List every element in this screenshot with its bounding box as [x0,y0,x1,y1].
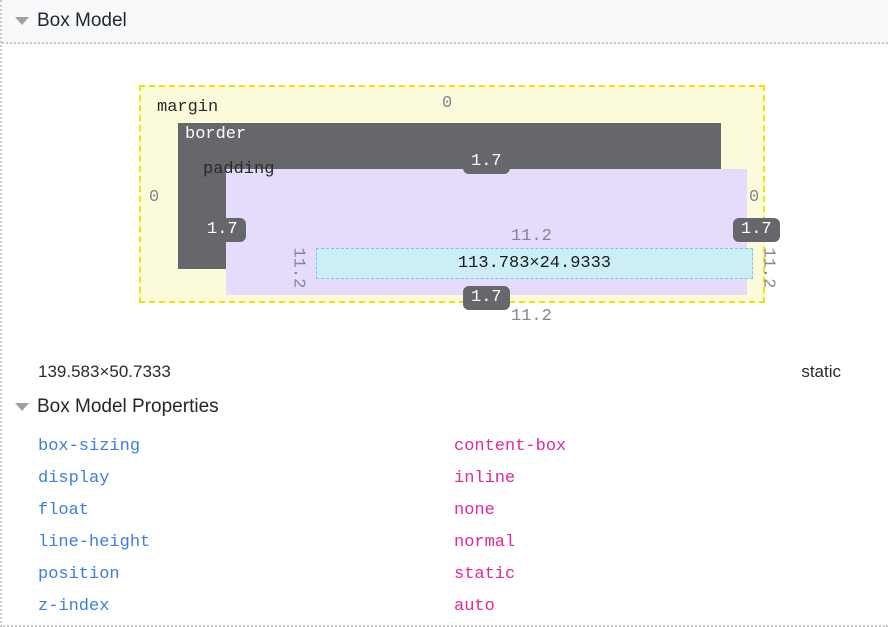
property-name: position [38,564,120,584]
box-model-summary: 139.583×50.7333 static [2,356,888,388]
content-size-label: 113.783×24.9333 [457,254,612,273]
padding-bottom-value[interactable]: 11.2 [511,307,552,326]
property-value[interactable]: none [454,500,495,520]
property-row[interactable]: line-height normal [2,526,888,558]
margin-right-value[interactable]: 0 [749,188,760,207]
margin-region-label: margin [157,98,219,117]
border-top-value[interactable]: 1.7 [463,150,510,174]
property-row[interactable]: z-index auto [2,590,888,622]
property-value[interactable]: inline [454,468,516,488]
margin-region[interactable]: margin 0 0 0 0 border 1.7 1.7 1.7 1.7 11… [139,85,780,326]
property-name: line-height [38,532,151,552]
property-row[interactable]: position static [2,558,888,590]
position-label: static [801,362,841,381]
box-model-properties-list: box-sizing content-box display inline fl… [2,430,888,622]
triangle-down-icon[interactable] [15,403,29,411]
padding-left-value[interactable]: 11.2 [288,247,308,289]
padding-region-label: padding [203,160,275,179]
property-name: z-index [38,596,110,616]
box-model-header[interactable]: Box Model [2,0,888,44]
border-region[interactable]: border 1.7 1.7 1.7 1.7 11.2 11.2 11.2 11… [178,123,780,326]
property-value[interactable]: auto [454,596,495,616]
triangle-down-icon[interactable] [15,17,29,25]
border-right-value[interactable]: 1.7 [733,218,780,242]
margin-top-value[interactable]: 0 [442,94,453,113]
property-value[interactable]: static [454,564,516,584]
total-size-label: 139.583×50.7333 [38,362,171,381]
border-bottom-value[interactable]: 1.7 [463,286,510,310]
page-title: Box Model [37,10,127,31]
property-row[interactable]: float none [2,494,888,526]
property-name: display [38,468,110,488]
content-region[interactable]: 113.783×24.9333 [316,248,753,279]
border-region-label: border [181,124,253,146]
margin-left-value[interactable]: 0 [149,188,160,207]
padding-top-value[interactable]: 11.2 [511,227,552,246]
padding-right-value[interactable]: 11.2 [758,247,778,289]
padding-region[interactable]: 11.2 11.2 11.2 11.2 113.783×24.9333 [226,169,778,326]
property-row[interactable]: box-sizing content-box [2,430,888,462]
box-model-properties-header[interactable]: Box Model Properties [15,396,219,418]
properties-section-title: Box Model Properties [37,396,219,417]
property-value[interactable]: normal [454,532,516,552]
property-name: box-sizing [38,436,141,456]
border-left-value[interactable]: 1.7 [199,218,246,242]
property-row[interactable]: display inline [2,462,888,494]
property-value[interactable]: content-box [454,436,567,456]
property-name: float [38,500,90,520]
box-model-diagram: margin 0 0 0 0 border 1.7 1.7 1.7 1.7 11… [139,85,780,326]
